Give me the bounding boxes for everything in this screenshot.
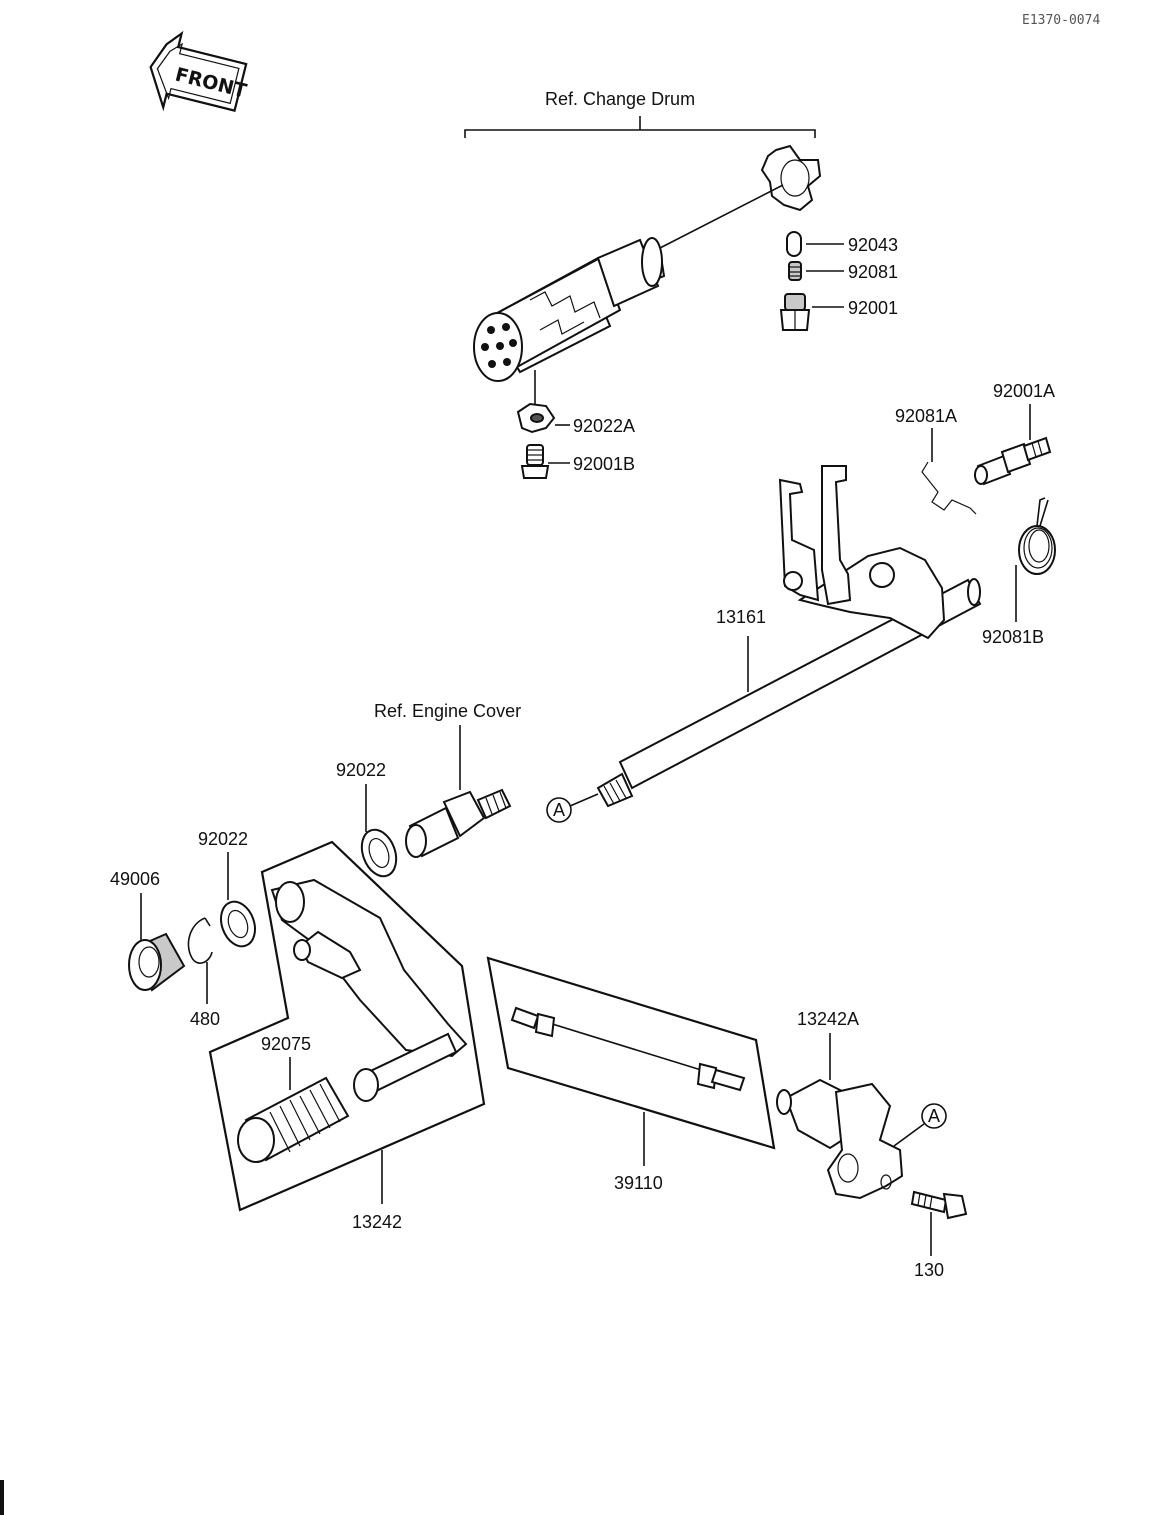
part-130	[910, 1190, 968, 1220]
part-92043: 92043	[786, 231, 898, 257]
leader-marker-a-shaft	[569, 793, 599, 807]
label-13242: 13242	[352, 1212, 402, 1232]
part-480-tip	[204, 917, 211, 927]
box-13242	[208, 840, 486, 1212]
marker-a-shaft-label: A	[553, 800, 565, 820]
part-92075	[237, 1076, 350, 1163]
part-92001: 92001	[779, 293, 898, 331]
label-92022-top: 92022	[336, 760, 386, 780]
scan-edge-mark	[0, 1480, 4, 1515]
label-92001: 92001	[848, 298, 898, 318]
part-92022A: 92022A	[516, 402, 635, 436]
label-13242A: 13242A	[797, 1009, 859, 1029]
label-92022-left: 92022	[198, 829, 248, 849]
leader-marker-a-lever	[893, 1123, 925, 1147]
engine-cover-stud	[405, 788, 512, 858]
label-13161: 13161	[716, 607, 766, 627]
part-92001A	[974, 436, 1052, 486]
part-92022-top	[360, 828, 398, 878]
part-92081: 92081	[788, 261, 898, 282]
ref-change-drum-label: Ref. Change Drum	[545, 89, 695, 109]
label-480: 480	[190, 1009, 220, 1029]
label-92081A: 92081A	[895, 406, 957, 426]
label-49006: 49006	[110, 869, 160, 889]
box-39110	[486, 956, 776, 1150]
part-92081A	[921, 461, 977, 515]
part-39110	[510, 1006, 746, 1092]
diagram-code: E1370-0074	[1022, 13, 1100, 28]
part-92081B	[1018, 497, 1056, 575]
ref-engine-cover-label: Ref. Engine Cover	[374, 701, 521, 721]
part-13161	[596, 465, 982, 808]
label-92001A: 92001A	[993, 381, 1055, 401]
change-drum	[473, 237, 666, 382]
front-arrow-icon: FRONT	[149, 30, 249, 112]
label-92001B: 92001B	[573, 454, 635, 474]
label-92075: 92075	[261, 1034, 311, 1054]
part-92022-left	[220, 900, 256, 948]
label-39110: 39110	[614, 1173, 663, 1193]
marker-a-lever	[921, 1103, 947, 1129]
change-drum-bracket	[464, 116, 816, 138]
part-49006	[128, 932, 186, 992]
label-92081: 92081	[848, 262, 898, 282]
label-92081B: 92081B	[982, 627, 1044, 647]
drum-axis-line	[659, 184, 784, 249]
part-92001B: 92001B	[520, 444, 635, 479]
part-13242A	[776, 1078, 904, 1200]
label-92043: 92043	[848, 235, 898, 255]
part-480	[187, 917, 213, 964]
marker-a-shaft	[546, 797, 572, 823]
drum-star-plate	[760, 144, 822, 212]
label-130: 130	[914, 1260, 944, 1280]
marker-a-lever-label: A	[928, 1106, 940, 1126]
label-92022A: 92022A	[573, 416, 635, 436]
part-13242	[270, 878, 468, 1102]
